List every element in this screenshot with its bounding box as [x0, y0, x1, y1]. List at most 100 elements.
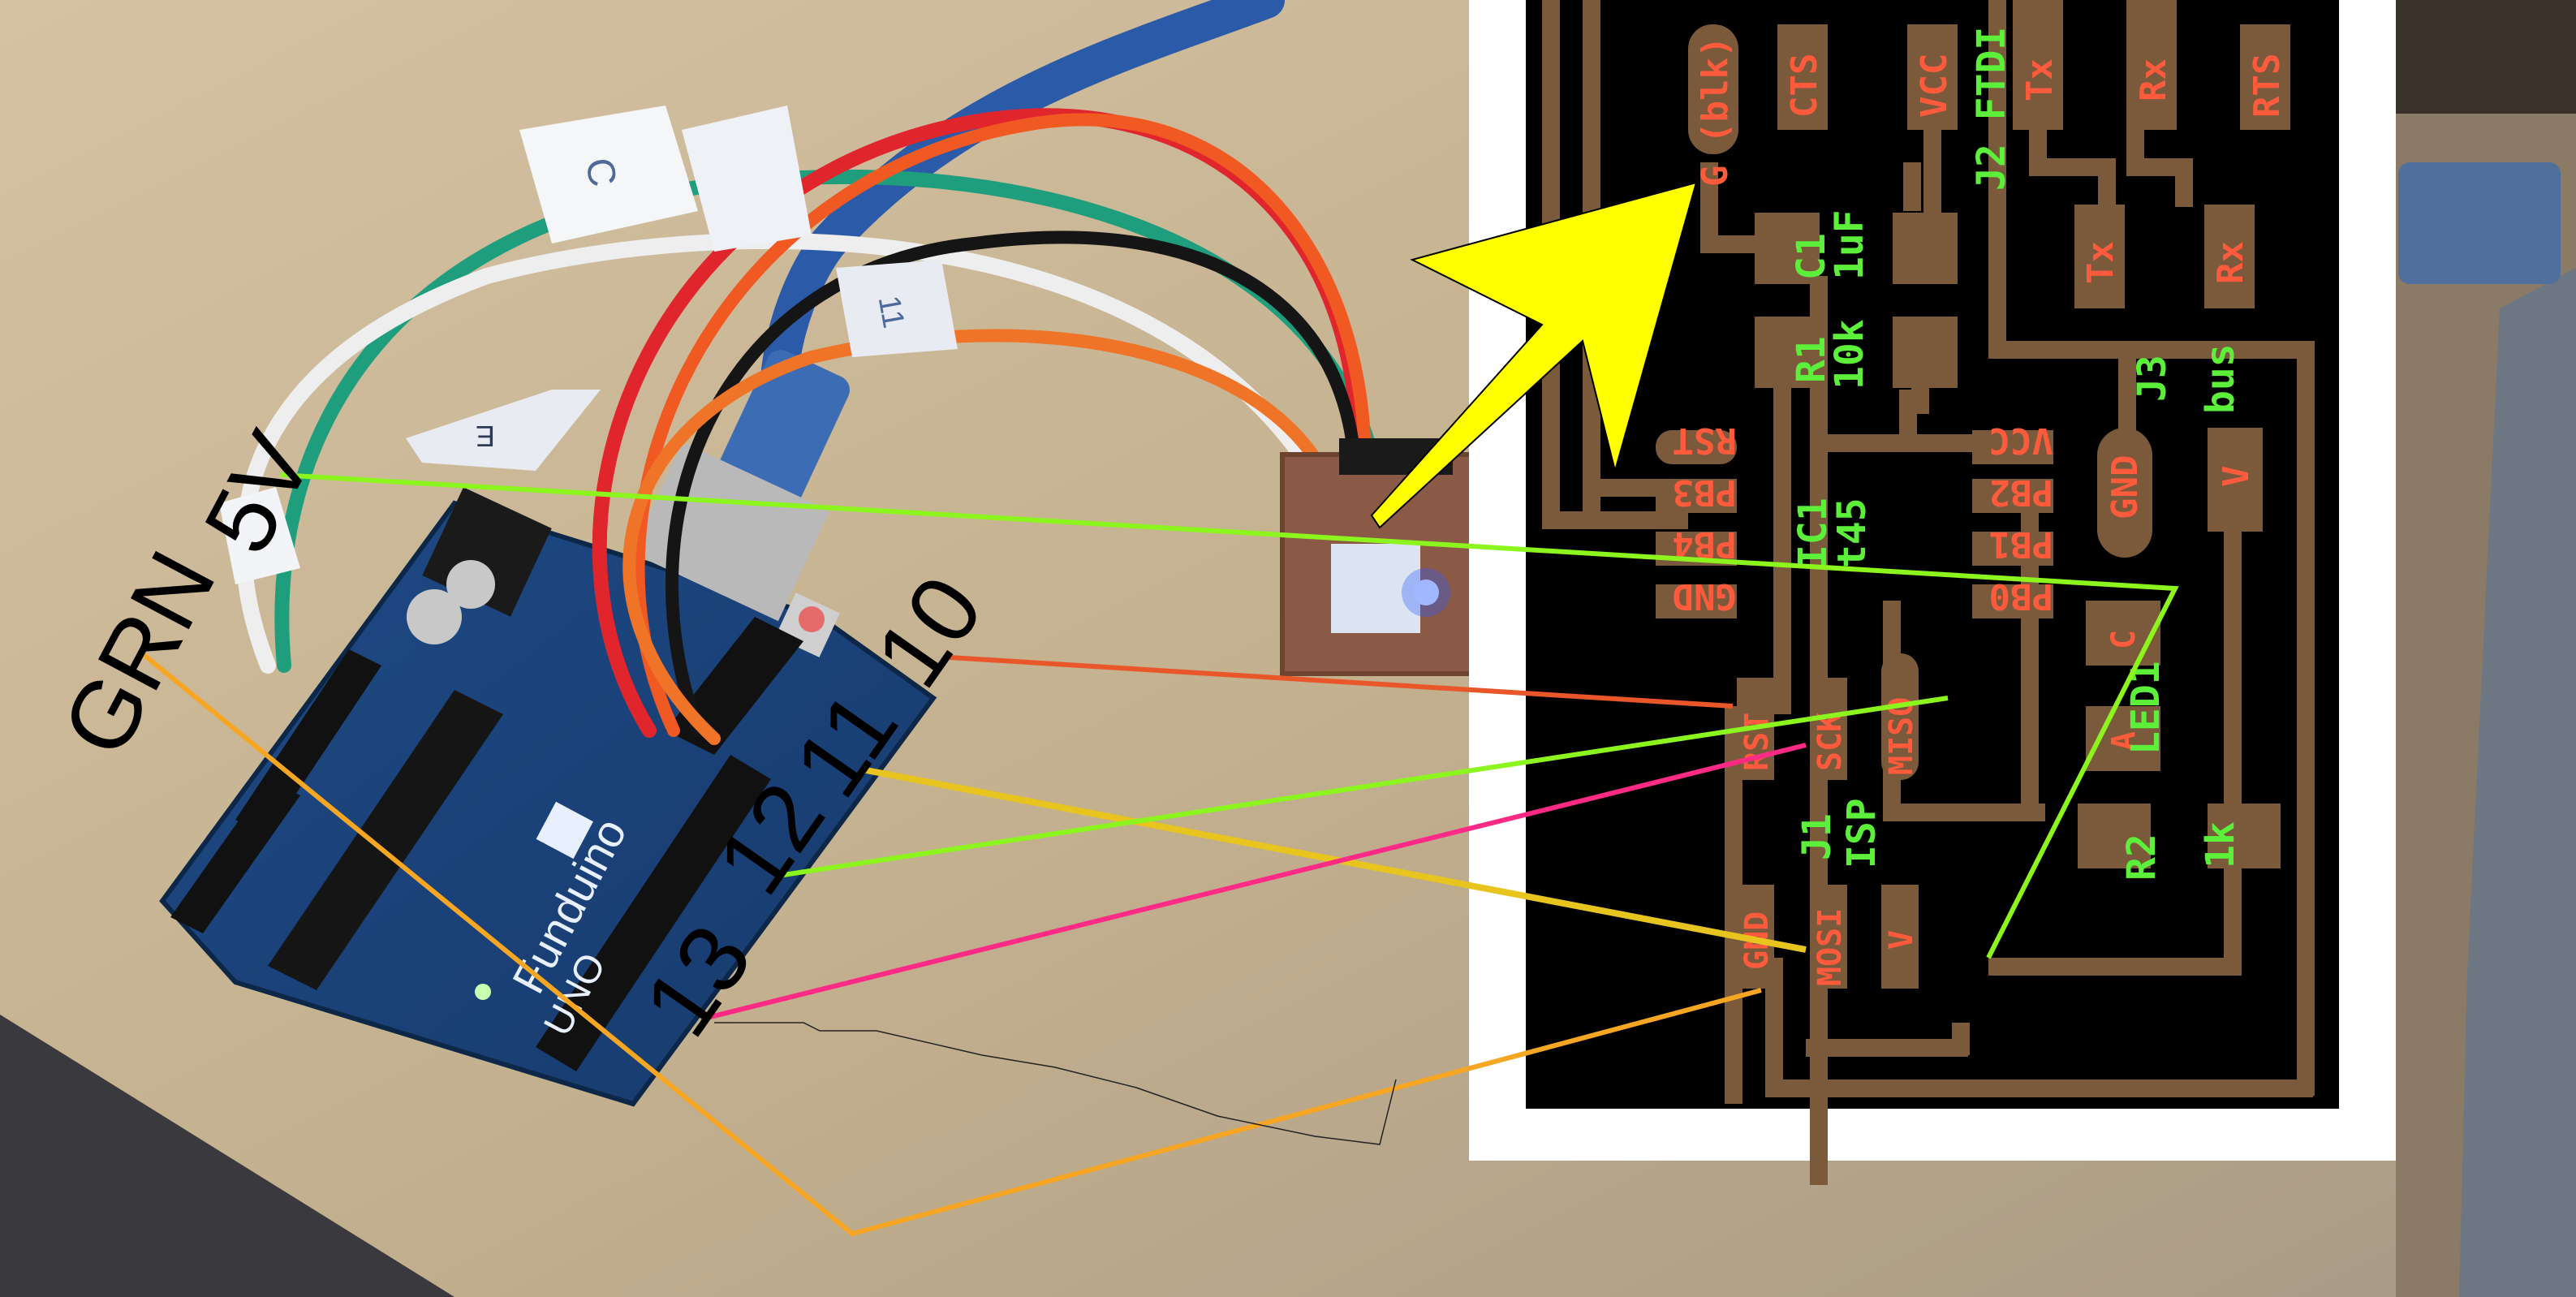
pcb-pin-labels: G (blk) CTS VCC Tx Rx RTS Tx Rx RST PB3 …: [1673, 37, 2288, 986]
pad-r2-a: [2078, 804, 2151, 868]
ftdi-ref: J2 FTDI: [1969, 27, 2014, 191]
pen-scribble: [714, 1022, 1397, 1145]
c1-value: 1uF: [1827, 209, 1872, 280]
ftdi-pin-rts: RTS: [2246, 54, 2288, 118]
wire-orange-2: [622, 329, 1346, 745]
usb-adapter: [2398, 162, 2561, 284]
pcb-ref-labels: J2 FTDI C1 1uF R1 10k J3 bus IC1 t45 J1 …: [1789, 27, 2243, 881]
pad-isp-miso: [1881, 653, 1919, 780]
wire-tags: C 11 E: [219, 106, 958, 584]
wire-black: [666, 231, 1363, 737]
ic-pin-gnd: GND: [1673, 575, 1737, 617]
ic-pin-vcc: VCC: [1989, 420, 2053, 461]
pcb-layout-overlay: G (blk) CTS VCC Tx Rx RTS Tx Rx RST PB3 …: [1469, 0, 2396, 1185]
r2-ref: R2: [2119, 834, 2165, 881]
capacitor: [407, 589, 462, 644]
pad-ic-right: [1972, 430, 2053, 464]
ic-pin-pb3: PB3: [1673, 472, 1737, 513]
pad-ic-right: [1972, 532, 2053, 566]
pad-isp-sck: [1810, 678, 1847, 780]
uart-rx-label: Rx: [2210, 241, 2251, 284]
isp-pin-miso: MISO: [1883, 697, 1920, 775]
homemade-pcb-photo: [1280, 438, 1488, 676]
ic-pin-pb2: PB2: [1989, 472, 2053, 513]
connection-lines: [140, 472, 2179, 1237]
ftdi-pin-rx: Rx: [2133, 58, 2174, 101]
connection-pin11-mosi: [861, 766, 1807, 953]
pad-rx: [2204, 205, 2255, 308]
ic1-ref: IC1: [1790, 498, 1836, 568]
wire-tag-label: 11: [872, 293, 911, 330]
r1-value: 10k: [1827, 319, 1872, 390]
pad-r1-a: [1755, 317, 1820, 388]
analog-header: [170, 779, 300, 933]
pad-tx: [2074, 205, 2125, 308]
pad-ftdi-rts: [2240, 24, 2290, 130]
wire-tag: [519, 106, 698, 243]
connection-pin13-sck: [709, 743, 1807, 1019]
j3-value: bus: [2198, 343, 2243, 414]
pad-ftdi-rx: [2126, 0, 2177, 130]
ftdi-pin-vcc: VCC: [1914, 54, 1955, 118]
pad-r1-b: [1893, 317, 1958, 388]
ic-pin-pb1: PB1: [1989, 524, 2053, 565]
connection-pin10-rst: [949, 655, 1734, 709]
atmega-chip: [268, 690, 503, 990]
ftdi-pin-cts: CTS: [1784, 54, 1825, 118]
j3-pin-gnd: GND: [2104, 455, 2146, 519]
uart-tx-label: Tx: [2080, 241, 2122, 284]
ftdi-pin-tx: Tx: [2019, 58, 2061, 101]
pad-ic-left: [1656, 479, 1737, 513]
isp-pin-v: V: [1883, 930, 1920, 950]
pad-r2-b: [2208, 804, 2281, 868]
j3-ref: J3: [2130, 355, 2175, 402]
usb-plug: [717, 350, 850, 511]
digital-header: [536, 755, 771, 1071]
pad-j3-v: [2208, 428, 2263, 532]
power-led: [475, 984, 491, 1000]
pad-ftdi-gnd: [1688, 24, 1738, 154]
pad-c1-b: [1893, 213, 1958, 284]
j1-ref: J1: [1794, 813, 1840, 860]
j1-value: ISP: [1839, 798, 1885, 868]
pad-c1-a: [1755, 213, 1820, 284]
connection-gnd: [140, 651, 1762, 1237]
ic-taped: [1331, 544, 1420, 633]
pad-ftdi-cts: [1777, 24, 1828, 130]
top-right-board: [2396, 0, 2576, 114]
funduino-logo-icon: [536, 801, 593, 860]
reset-button[interactable]: [799, 606, 825, 632]
pad-led-c: [2086, 601, 2160, 666]
pad-ic-left: [1656, 430, 1737, 464]
pad-isp-mosi: [1810, 885, 1847, 989]
isp-pin-mosi: MOSI: [1811, 908, 1849, 986]
ic-pin-rst: RST: [1673, 420, 1737, 461]
wire-tag: [682, 106, 812, 252]
wire-tag: [219, 487, 300, 584]
led-pin-c: C: [2105, 630, 2143, 649]
ftdi-pin-gnd: G (blk): [1695, 37, 1736, 187]
isp-pin-sck: SCK: [1811, 713, 1849, 771]
wire-tag: [406, 390, 601, 471]
r1-ref: R1: [1789, 336, 1834, 383]
ic1-value: t45: [1829, 498, 1875, 568]
pad-isp-v: [1881, 885, 1919, 989]
pad-ic-right: [1972, 584, 2053, 618]
pad-ftdi-tx: [2013, 0, 2063, 130]
blue-led-glow: [1402, 568, 1450, 617]
r2-value: 1k: [2198, 821, 2243, 868]
pad-ic-right: [1972, 479, 2053, 513]
wire-tag: [836, 260, 958, 357]
capacitor: [446, 560, 495, 609]
copper-traces: [1542, 0, 2315, 1185]
floor-shadow: [0, 1015, 454, 1297]
blue-led: [1413, 580, 1439, 605]
j3-pin-v: V: [2216, 466, 2257, 488]
connection-5v-to-v: [279, 472, 2179, 959]
laptop-edge: [2459, 268, 2576, 1297]
led-pin-a: A: [2105, 731, 2143, 751]
c1-ref: C1: [1789, 233, 1834, 280]
pad-j3-gnd: [2097, 428, 2152, 558]
wire-tag-label: E: [476, 420, 495, 453]
